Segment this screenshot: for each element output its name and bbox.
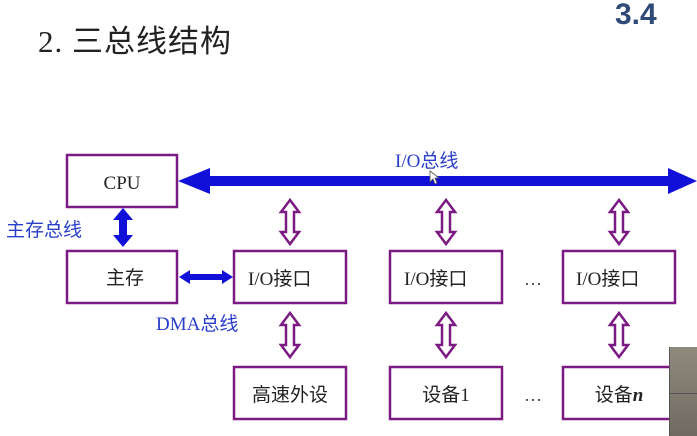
cpu-box: CPU bbox=[65, 153, 179, 209]
device-n-label: 设备n bbox=[595, 384, 644, 406]
dma-bus: DMA总线 bbox=[156, 270, 238, 335]
interface-ellipsis: … bbox=[524, 269, 542, 289]
io-bus-arrow bbox=[178, 168, 697, 194]
interface-2-to-device-1-arrow bbox=[435, 311, 457, 359]
io-interface-2: I/O接口 bbox=[388, 249, 504, 305]
device-n-suffix: n bbox=[633, 385, 644, 406]
io-interface-n-label: I/O接口 bbox=[576, 268, 639, 290]
io-interface-1: I/O接口 bbox=[232, 249, 348, 305]
interface-n-to-device-n-arrow bbox=[608, 311, 630, 359]
io-bus-to-interface-n-arrow bbox=[608, 198, 630, 246]
mouse-cursor-icon bbox=[429, 170, 441, 185]
device-n-prefix: 设备 bbox=[595, 384, 633, 406]
cpu-label: CPU bbox=[104, 173, 141, 194]
io-interface-n: I/O接口 bbox=[561, 249, 677, 305]
device-1-label: 设备1 bbox=[422, 384, 470, 406]
high-speed-peripheral-label: 高速外设 bbox=[252, 384, 328, 406]
device-1-box: 设备1 bbox=[388, 365, 504, 421]
io-bus-to-interface-2-arrow bbox=[435, 198, 457, 246]
io-bus-label: I/O总线 bbox=[395, 150, 458, 172]
io-interface-1-label: I/O接口 bbox=[248, 268, 311, 290]
interface-1-to-peripheral-arrow bbox=[279, 311, 301, 359]
memory-bus-label: 主存总线 bbox=[6, 219, 82, 241]
slide-title: 2. 三总线结构 bbox=[38, 24, 232, 59]
io-bus: I/O总线 bbox=[178, 150, 697, 194]
high-speed-peripheral-box: 高速外设 bbox=[232, 365, 348, 421]
device-n-box: 设备n bbox=[561, 365, 677, 421]
io-bus-to-interface-1-arrow bbox=[279, 198, 301, 246]
dma-bus-label: DMA总线 bbox=[156, 313, 238, 335]
main-memory-box: 主存 bbox=[65, 249, 179, 305]
main-memory-label: 主存 bbox=[106, 267, 144, 289]
video-overlay-thumbnail bbox=[669, 347, 697, 436]
io-interface-2-label: I/O接口 bbox=[404, 268, 467, 290]
dma-bus-arrow bbox=[179, 270, 233, 284]
section-number: 3.4 bbox=[615, 0, 657, 31]
device-ellipsis: … bbox=[524, 385, 542, 405]
memory-bus-arrow bbox=[113, 208, 133, 247]
memory-bus: 主存总线 bbox=[6, 208, 133, 247]
